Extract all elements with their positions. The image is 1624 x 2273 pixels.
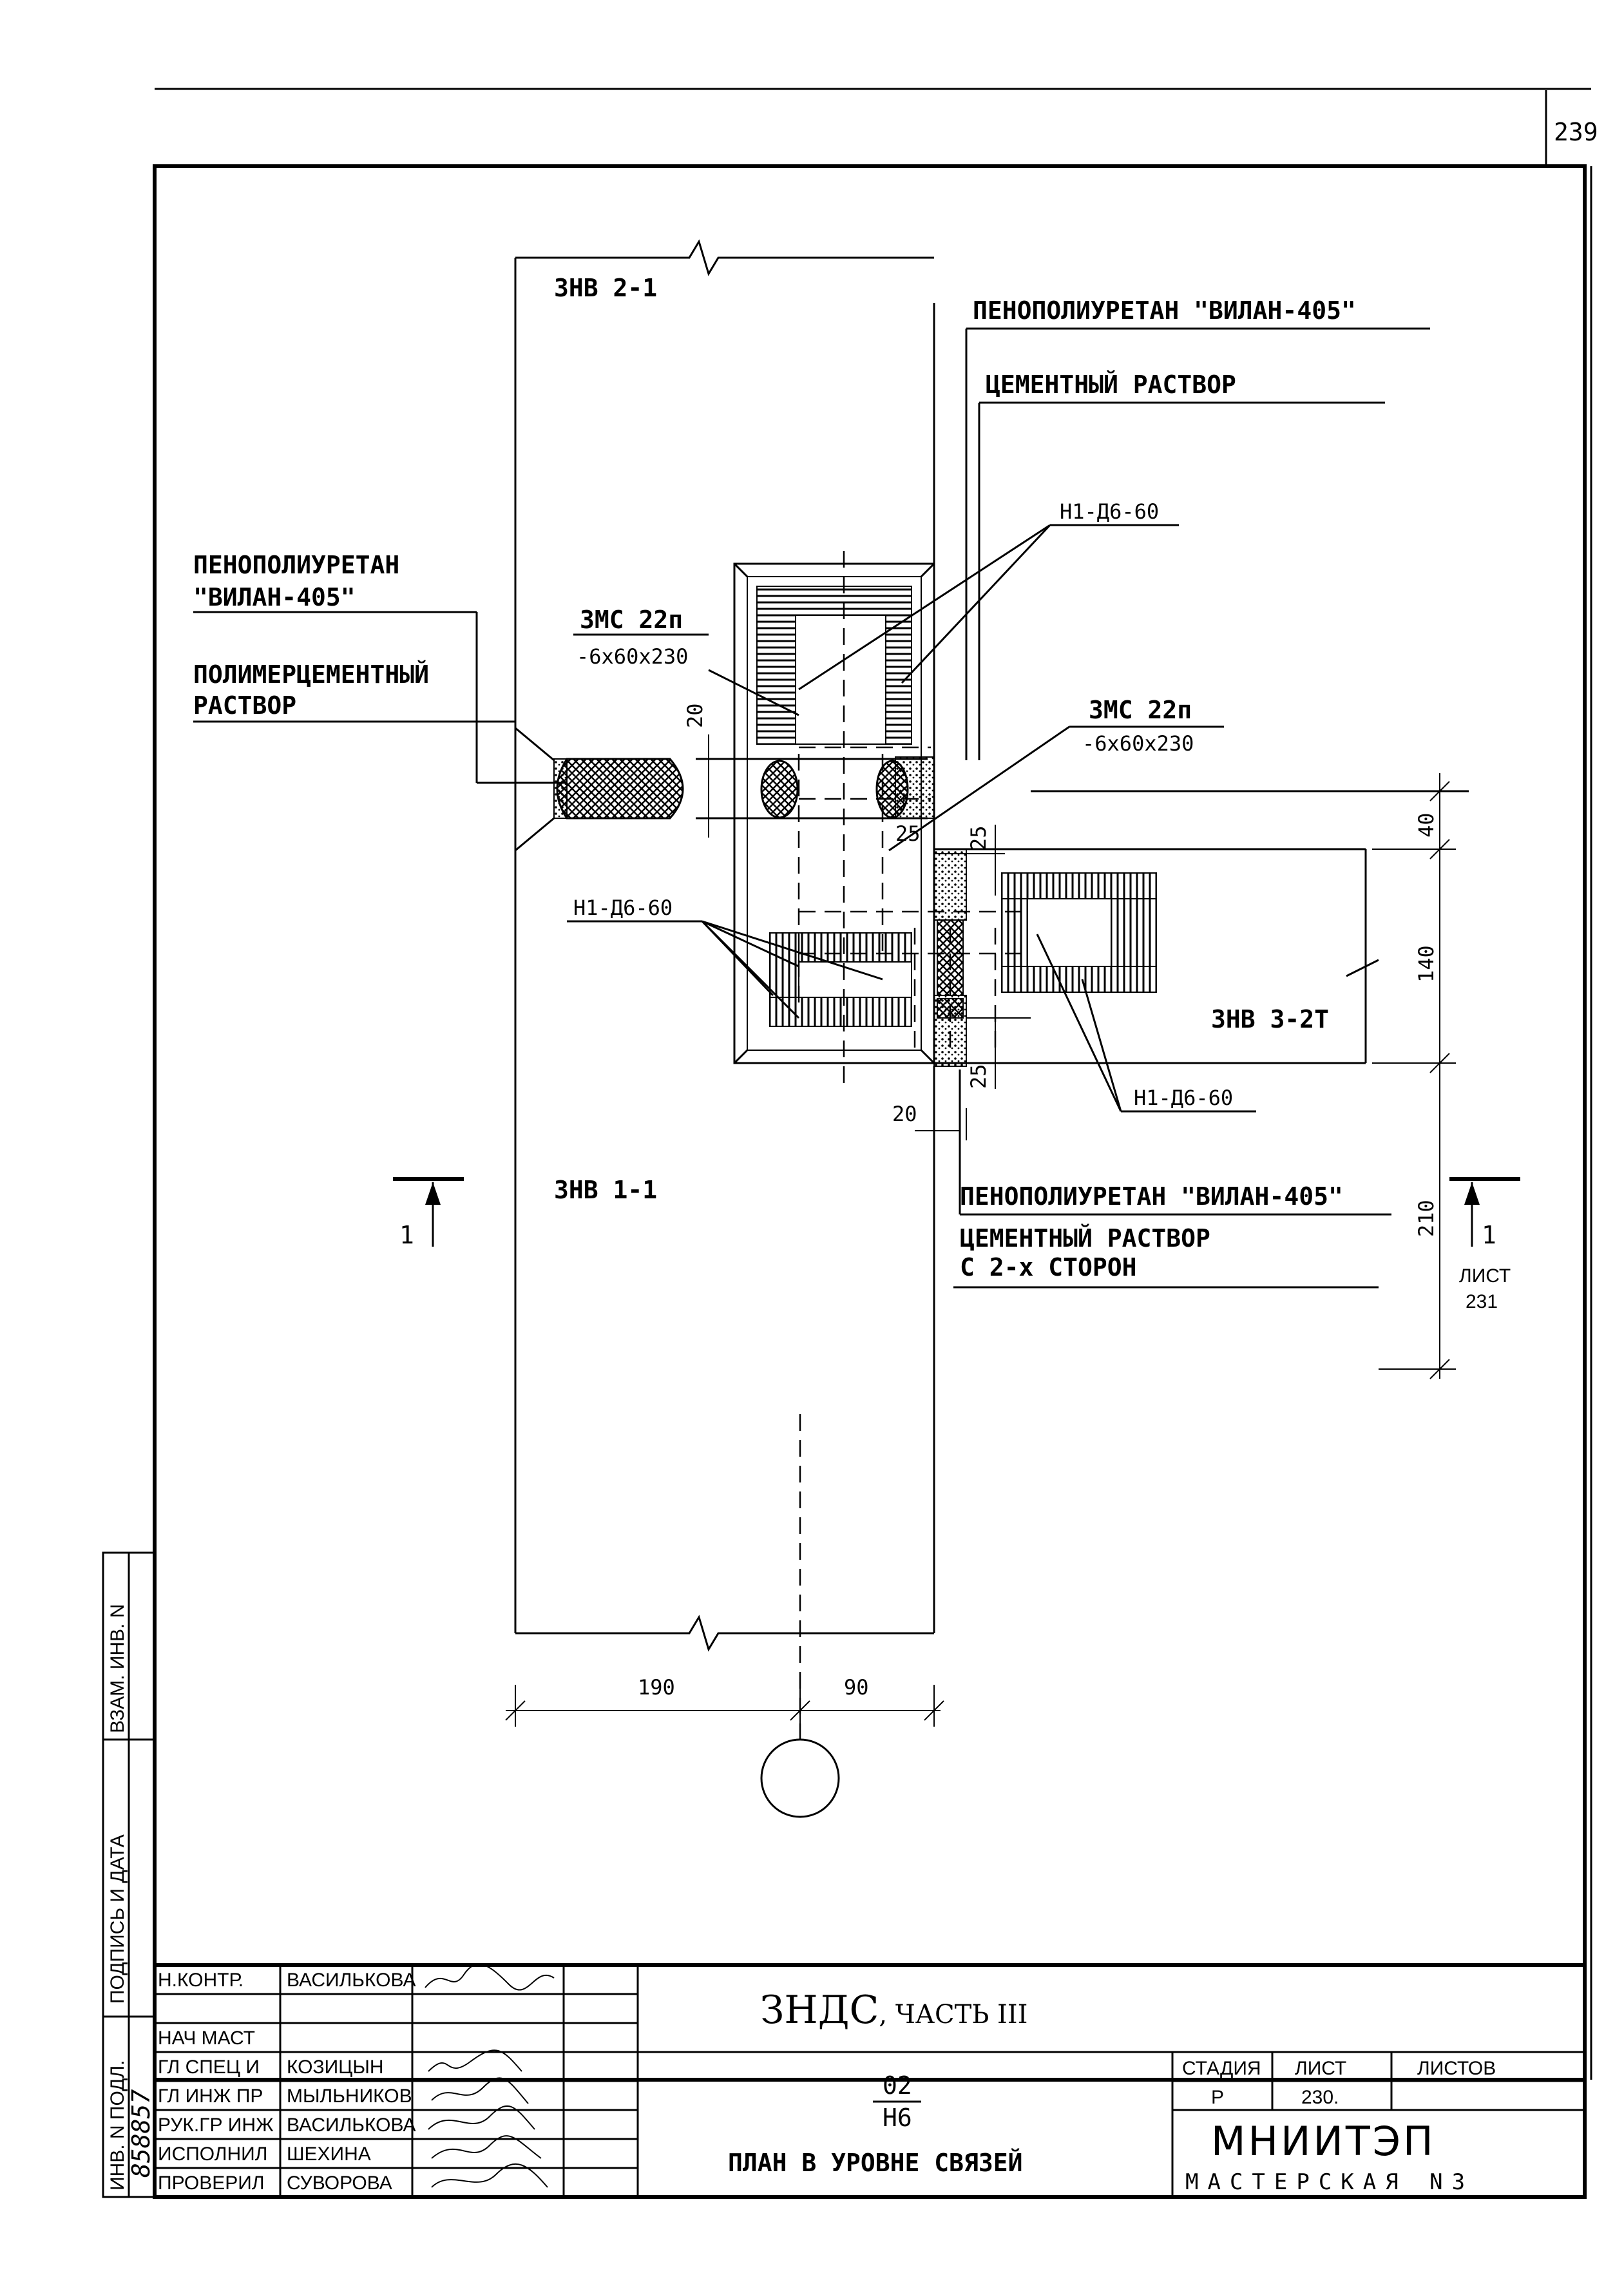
tb-stage-value: Р [1211,2087,1224,2108]
side-stamp: ВЗАМ. ИНВ. N ПОДПИСЬ И ДАТА ИНВ. N ПОДЛ.… [102,1551,156,2198]
tb-sheets-label: ЛИСТОВ [1417,2058,1496,2079]
callout-cement-bottom-2: С 2-х СТОРОН [960,1253,1137,1281]
tb-name-0: ВАСИЛЬКОВА [287,1970,416,1991]
tb-role-6: ИСПОЛНИЛ [158,2144,267,2165]
leader-lines [193,327,1430,1289]
embedded-plate-lower-bars [769,932,912,1027]
tb-code-bottom: Н6 [883,2104,912,2132]
callout-foam-left-1: ПЕНОПОЛИУРЕТАН [193,551,399,579]
tb-name-6: ШЕХИНА [287,2144,371,2165]
callout-polymer-2: РАСТВОР [193,691,296,720]
tb-sheet-label: ЛИСТ [1295,2058,1346,2079]
callout-plate-left-2: -6x60x230 [577,644,688,669]
dim-25-b: 25 [966,825,991,850]
dim-25-c: 25 [966,1064,991,1089]
stamp-podpis: ПОДПИСЬ И ДАТА [107,1834,128,2004]
wall-vertical [514,239,935,1740]
callout-foam-bottom: ПЕНОПОЛИУРЕТАН "ВИЛАН-405" [960,1182,1343,1211]
dim-190: 190 [638,1675,675,1700]
section-marker-right [1449,1177,1520,1247]
dimension-lines [505,734,1456,1727]
callout-anchor-right: Н1-Д6-60 [1134,1086,1233,1110]
wall-right [934,790,1469,1064]
section-mark-left: 1 [399,1221,414,1249]
callout-cement-top: ЦЕМЕНТНЫЙ РАСТВОР [986,370,1236,399]
tb-sheet-value: 230. [1301,2087,1339,2108]
dim-20-bottom: 20 [892,1102,917,1126]
tb-name-7: СУВОРОВА [287,2172,392,2194]
tb-name-3: КОЗИЦЫН [287,2057,384,2078]
sheet-number: 239 [1554,118,1598,146]
stamp-inv: ИНВ. N ПОДЛ. [107,2060,128,2191]
tb-role-4: ГЛ ИНЖ ПР [158,2086,263,2107]
tb-role-0: Н.КОНТР. [158,1970,244,1991]
dim-40: 40 [1414,812,1438,838]
callout-plate-right-2: -6x60x230 [1082,731,1194,756]
tb-code-top: 02 [883,2071,912,2100]
stamp-inv-value: 858857 [127,2089,155,2178]
section-sheet-ref-number: 231 [1466,1291,1498,1312]
label-wall-top: ЗНВ 2-1 [554,274,657,302]
signatures [425,1963,555,2188]
section-marker-left [393,1177,464,1247]
tb-stage-label: СТАДИЯ [1182,2058,1261,2079]
embedded-plate-right [913,872,1157,1057]
dim-20-vertical: 20 [683,703,707,728]
joint-fillers [553,756,967,1067]
callout-anchor-left: Н1-Д6-60 [573,896,673,920]
tb-role-5: РУК.ГР ИНЖ [158,2115,274,2136]
label-wall-right: ЗНВ 3-2Т [1211,1005,1329,1033]
sheet-frame: 239 [153,88,1598,2082]
grid-axis-circle [760,1738,840,1818]
dim-140: 140 [1414,945,1438,983]
tb-role-7: ПРОВЕРИЛ [158,2172,265,2194]
section-mark-right: 1 [1482,1221,1496,1249]
callout-plate-left-1: ЗМС 22п [580,606,683,634]
tb-role-3: ГЛ СПЕЦ И [158,2057,260,2078]
tb-role-2: НАЧ МАСТ [158,2028,255,2049]
tb-organization: МНИИТЭП [1211,2118,1436,2165]
label-wall-left: ЗНВ 1-1 [554,1176,657,1204]
tb-name-5: ВАСИЛЬКОВА [287,2115,416,2136]
tb-drawing-title: ПЛАН В УРОВНЕ СВЯЗЕЙ [728,2149,1023,2177]
stamp-vzam: ВЗАМ. ИНВ. N [107,1604,128,1733]
callout-foam-left-2: "ВИЛАН-405" [193,583,356,611]
section-sheet-ref-label: ЛИСТ [1459,1265,1511,1287]
tb-name-4: МЫЛЬНИКОВ [287,2086,412,2107]
title-block: Н.КОНТР. НАЧ МАСТ ГЛ СПЕЦ И ГЛ ИНЖ ПР РУ… [153,1963,1587,2199]
callout-foam-top: ПЕНОПОЛИУРЕТАН "ВИЛАН-405" [973,296,1356,325]
tb-project-part: , ЧАСТЬ III [879,2000,1027,2029]
callout-anchor-top: Н1-Д6-60 [1060,499,1159,524]
dim-90: 90 [844,1675,869,1700]
callout-polymer-1: ПОЛИМЕРЦЕМЕНТНЫЙ [193,660,429,689]
callout-plate-right-1: ЗМС 22п [1089,696,1192,724]
tb-project-name: ЗНДС [760,1988,879,2033]
tb-workshop: МАСТЕРСКАЯ N3 [1185,2169,1474,2195]
dim-210: 210 [1414,1200,1438,1237]
callout-cement-bottom-1: ЦЕМЕНТНЫЙ РАСТВОР [960,1224,1210,1252]
dim-25-a: 25 [895,821,921,846]
tb-project: ЗНДС, ЧАСТЬ III [760,1988,1027,2033]
